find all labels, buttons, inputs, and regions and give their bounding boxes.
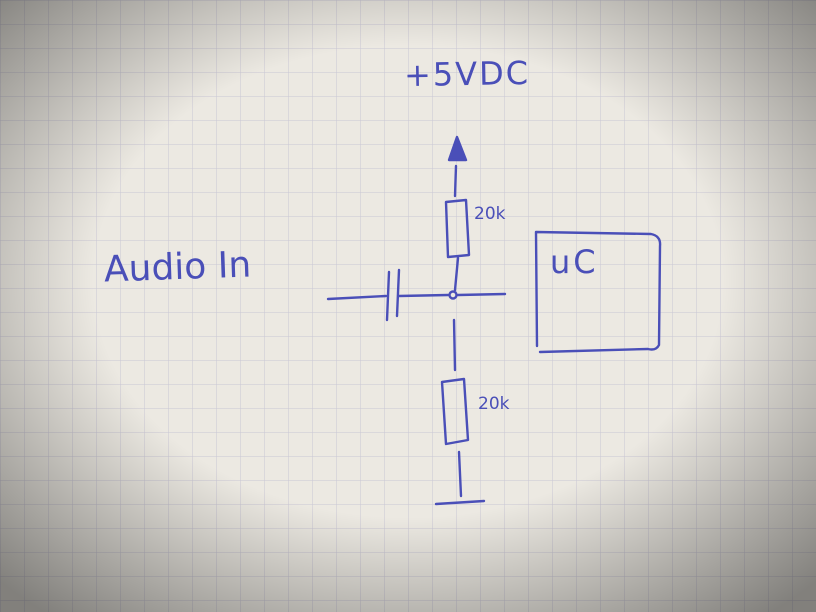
supply-label: +5VDC [403,53,531,95]
audio-in-label: Audio In [103,244,252,291]
resistor-top-label: 20k [474,204,506,224]
microcontroller-label: uC [550,243,599,281]
resistor-bottom-label: 20k [478,394,510,414]
